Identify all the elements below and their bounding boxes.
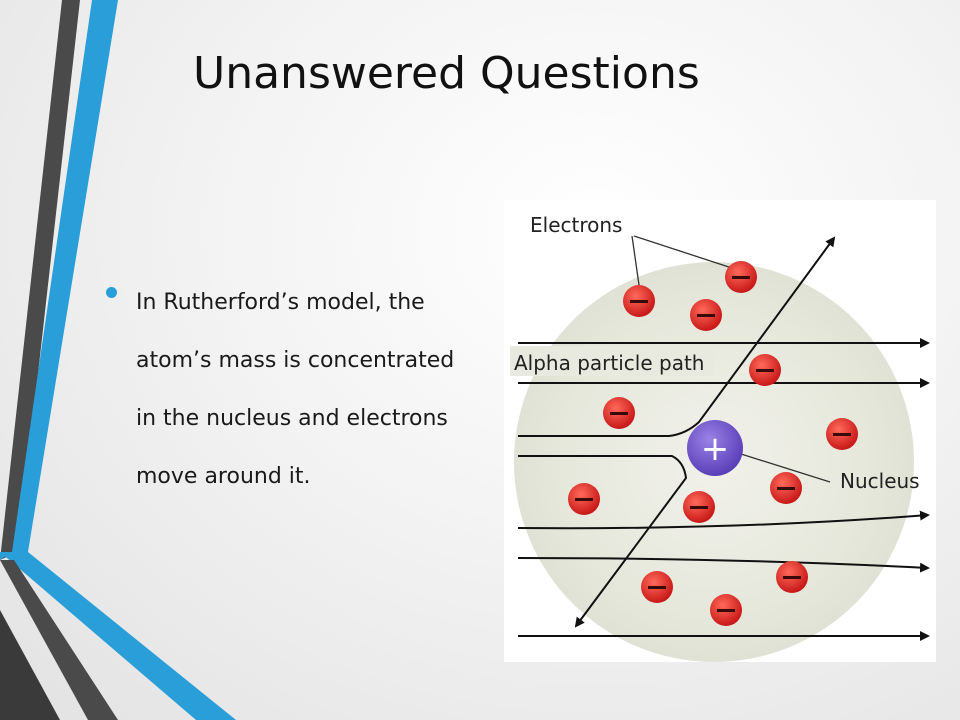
rutherford-atom-diagram: + Electrons Alpha particle path Nucleus [504, 200, 936, 662]
bullet-marker [106, 287, 117, 298]
nucleus-plus-sign: + [701, 429, 730, 469]
electron [641, 571, 673, 603]
alpha-particle-path-label: Alpha particle path [514, 351, 704, 375]
electron [749, 354, 781, 386]
alpha-path-4 [517, 557, 930, 573]
nucleus: + [687, 420, 743, 476]
bullet-text: In Rutherford’s model, the atom’s mass i… [136, 290, 455, 489]
alpha-path-deflected-up [518, 236, 836, 437]
electrons-pointer-1 [631, 235, 641, 293]
nucleus-label: Nucleus [840, 469, 920, 493]
electron [776, 561, 808, 593]
electron [623, 285, 655, 317]
dark-corner [0, 610, 60, 720]
electrons-label: Electrons [530, 213, 622, 237]
electron [568, 483, 600, 515]
slide-title: Unanswered Questions [193, 48, 700, 99]
alpha-path-deflected-down [518, 455, 688, 628]
alpha-path-3 [517, 510, 930, 530]
blue-band-top [0, 0, 118, 560]
electron [725, 261, 757, 293]
electron [683, 491, 715, 523]
electrons-pointer-2 [633, 235, 739, 271]
atom-svg: + Electrons Alpha particle path Nucleus [510, 213, 930, 662]
nucleus-circle [687, 420, 743, 476]
alpha-label-bg [510, 346, 714, 376]
electron [603, 397, 635, 429]
electron [710, 594, 742, 626]
electron [690, 299, 722, 331]
electron [770, 472, 802, 504]
dark-band-bottom [0, 560, 118, 720]
electron [826, 418, 858, 450]
blue-band-bottom [0, 552, 236, 720]
electrons-group [568, 261, 858, 626]
dark-band-top [0, 0, 80, 560]
